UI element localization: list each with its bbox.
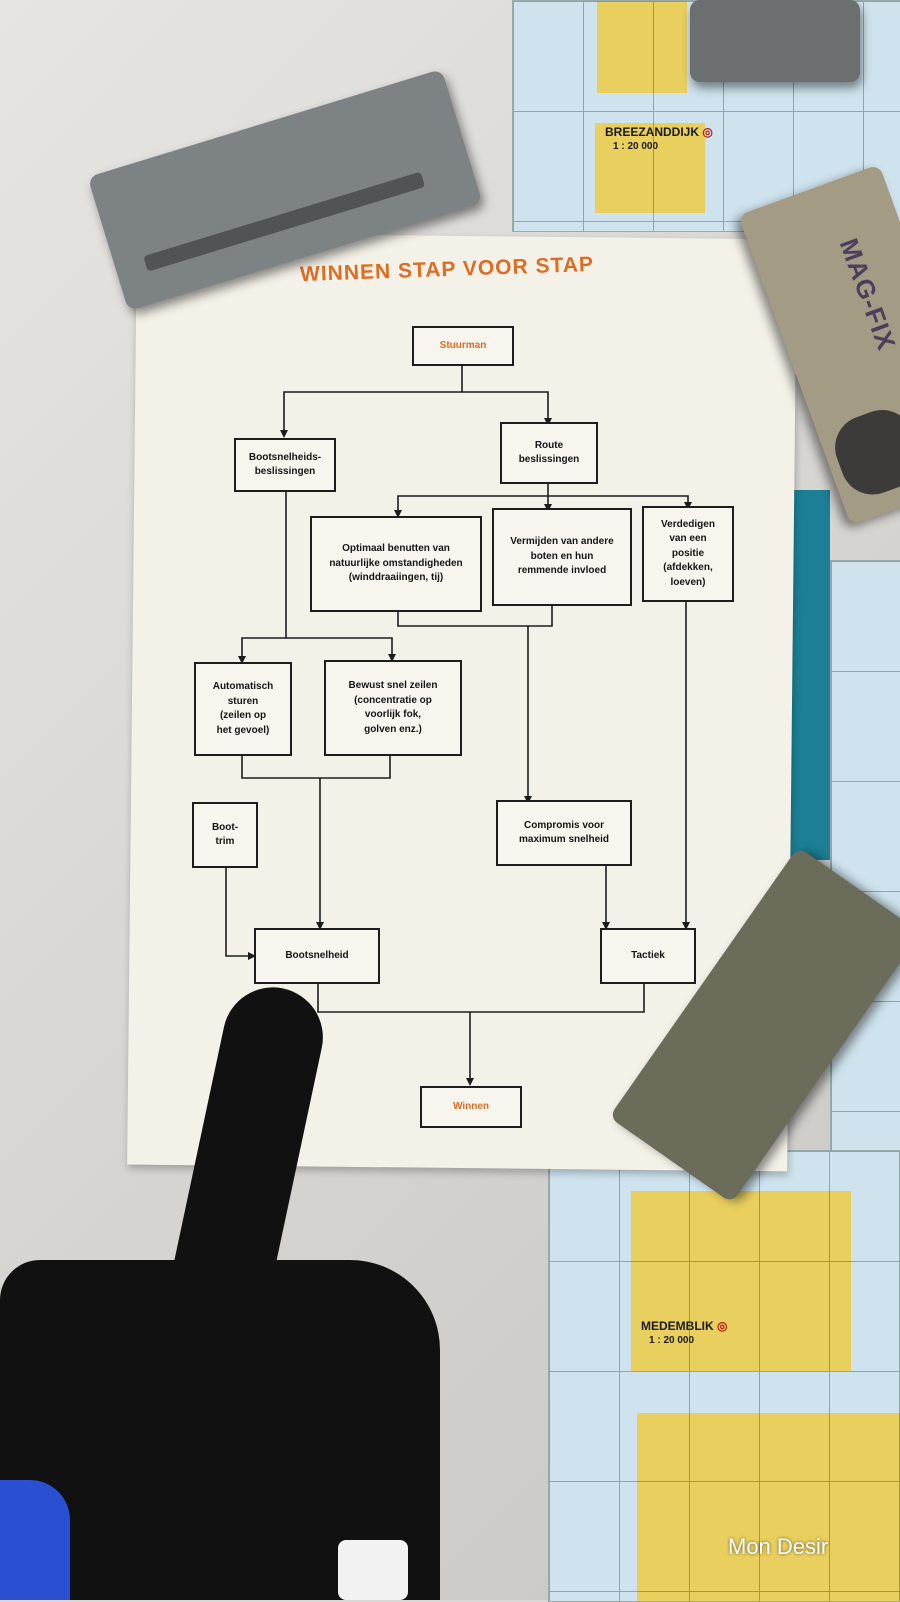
node-vermijden: Vermijden van andere boten en hun remmen… [492,508,632,606]
node-winnen: Winnen [420,1086,522,1128]
node-bewust-snel-zeilen: Bewust snel zeilen (concentratie op voor… [324,660,462,756]
node-boot-trim: Boot- trim [192,802,258,868]
magnet-top-right [690,0,860,82]
node-tactiek: Tactiek [600,928,696,984]
node-compromis: Compromis voor maximum snelheid [496,800,632,866]
magnet-brand-label: MAG-FIX [833,234,900,355]
medemblik-label: MEDEMBLIK [641,1319,714,1333]
glove-logo [338,1540,408,1600]
nautical-chart-bottom: MEDEMBLIK ◎ 1 : 20 000 [548,1150,900,1602]
node-verdedigen: Verdedigen van een positie (afdekken, lo… [642,506,734,602]
nautical-chart-right [830,560,900,1162]
node-stuurman: Stuurman [412,326,514,366]
watermark: Mon Desir [728,1534,829,1559]
node-bootsnelheid-beslissingen: Bootsnelheids- beslissingen [234,438,336,492]
sleeve-cuff [0,1480,70,1600]
node-optimaal-benutten: Optimaal benutten van natuurlijke omstan… [310,516,482,612]
medemblik-scale: 1 : 20 000 [649,1335,695,1346]
node-route-beslissingen: Route beslissingen [500,422,598,484]
node-bootsnelheid: Bootsnelheid [254,928,380,984]
breezanddijk-label: BREEZANDDIJK [605,125,700,139]
node-automatisch-sturen: Automatisch sturen (zeilen op het gevoel… [194,662,292,756]
breezanddijk-scale: 1 : 20 000 [613,141,659,152]
